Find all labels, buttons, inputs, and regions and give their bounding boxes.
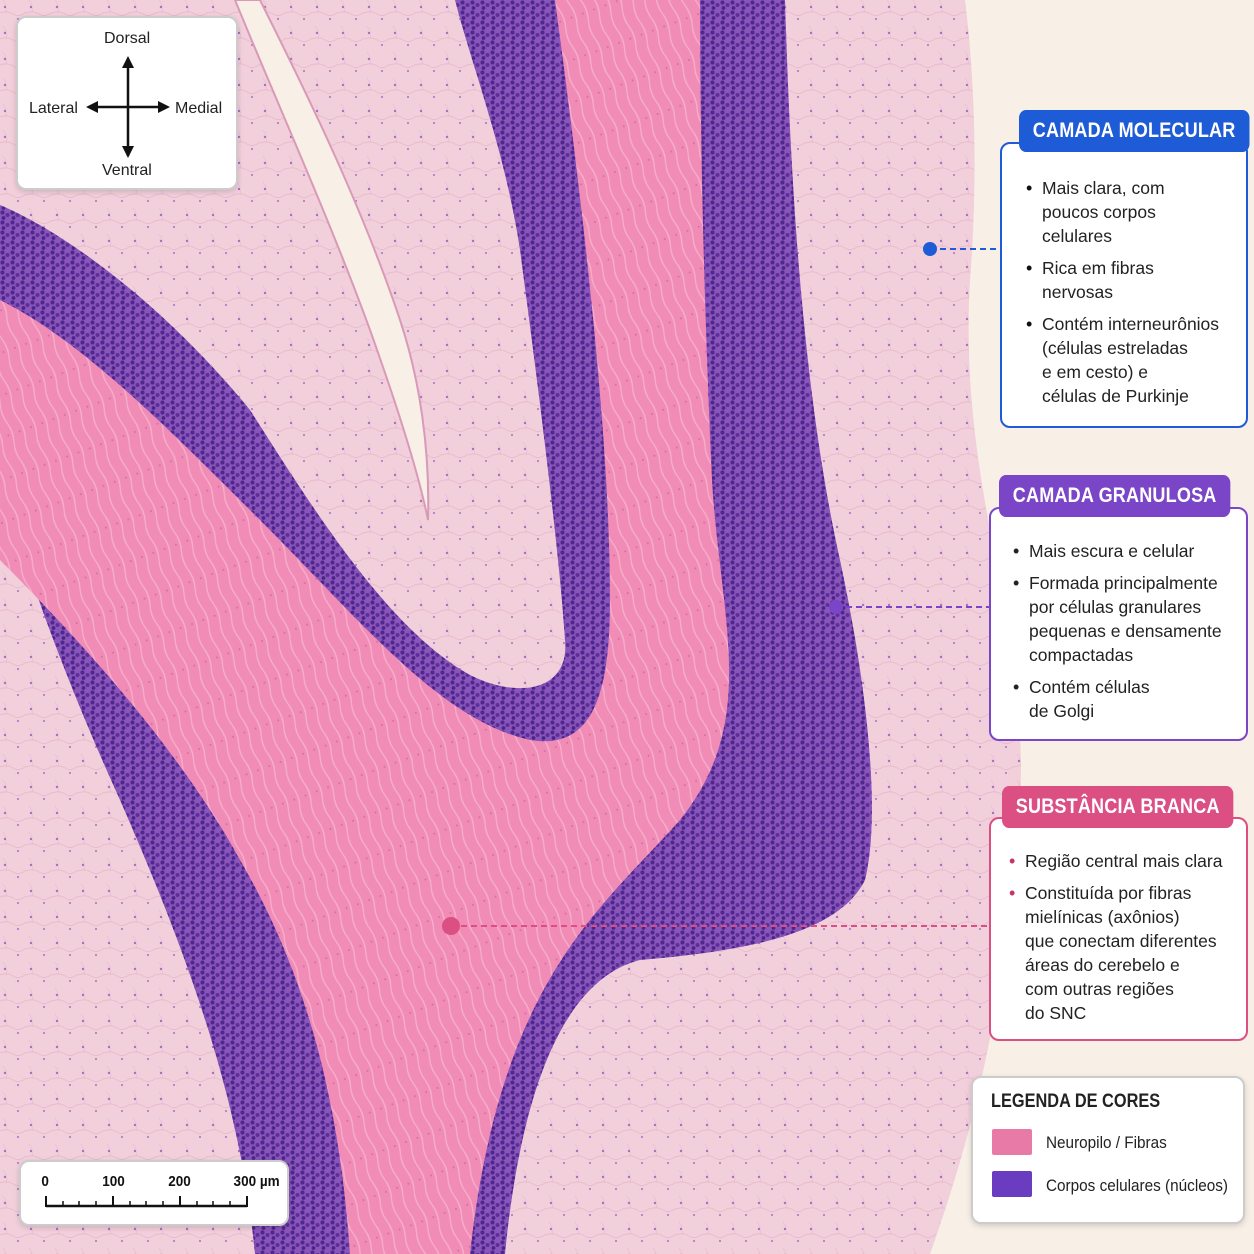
granular-layer-title: CAMADA GRANULOSA (999, 475, 1231, 517)
molecular-bullet-3: Contém interneurônios (células estrelada… (1026, 312, 1242, 408)
white-matter-title-text: SUBSTÂNCIA BRANCA (1015, 795, 1220, 818)
ventral-label: Ventral (102, 162, 152, 179)
molecular-marker (923, 242, 937, 256)
white-matter-marker (442, 917, 460, 935)
granular-layer-callout: Mais escura e celular Formada principalm… (989, 507, 1248, 741)
legend-title: LEGENDA DE CORES (991, 1091, 1161, 1112)
white-matter-region (0, 0, 730, 1254)
orientation-cross-icon (86, 56, 170, 158)
scale-tick-200: 200 (168, 1173, 191, 1190)
white-matter-bullet-2: Constituída por fibras mielínicas (axôni… (1009, 881, 1243, 1025)
white-matter-bullets: Região central mais clara Constituída po… (1009, 849, 1243, 1033)
scale-tick-100: 100 (102, 1173, 125, 1190)
molecular-layer-title: CAMADA MOLECULAR (1019, 110, 1250, 152)
white-matter-title: SUBSTÂNCIA BRANCA (1002, 786, 1234, 828)
medial-label: Medial (175, 100, 223, 117)
white-matter-callout: Região central mais clara Constituída po… (989, 817, 1248, 1041)
granular-bullets: Mais escura e celular Formada principalm… (1013, 539, 1243, 731)
molecular-title-text: CAMADA MOLECULAR (1032, 119, 1236, 142)
molecular-layer-callout: Mais clara, com poucos corpos celulares … (1000, 142, 1248, 428)
scale-bar (45, 1196, 248, 1208)
granular-bullet-2: Formada principalmente por células granu… (1013, 571, 1243, 667)
molecular-bullet-1: Mais clara, com poucos corpos celulares (1026, 176, 1242, 248)
lateral-label: Lateral (29, 100, 78, 117)
granular-bullet-1: Mais escura e celular (1013, 539, 1243, 563)
tissue-cleft (233, 0, 430, 521)
granular-marker (829, 600, 843, 614)
scale-bar-card: 0 100 200 300 µm (19, 1160, 289, 1226)
molecular-bullets: Mais clara, com poucos corpos celulares … (1026, 176, 1242, 416)
granular-bullet-3: Contém células de Golgi (1013, 675, 1243, 723)
legend-label-neuropil: Neuropilo / Fibras (1046, 1133, 1167, 1152)
molecular-bullet-2: Rica em fibras nervosas (1026, 256, 1242, 304)
dorsal-label: Dorsal (104, 30, 151, 47)
scale-tick-300: 300 µm (233, 1173, 280, 1190)
granular-title-text: CAMADA GRANULOSA (1012, 484, 1217, 507)
legend-swatch-nuclei (992, 1171, 1032, 1197)
orientation-card: Dorsal Ventral Lateral Medial (16, 16, 238, 190)
legend-swatch-neuropil (992, 1129, 1032, 1155)
scale-tick-0: 0 (41, 1173, 49, 1190)
legend-label-nuclei: Corpos celulares (núcleos) (1046, 1176, 1228, 1195)
white-matter-bullet-1: Região central mais clara (1009, 849, 1243, 873)
